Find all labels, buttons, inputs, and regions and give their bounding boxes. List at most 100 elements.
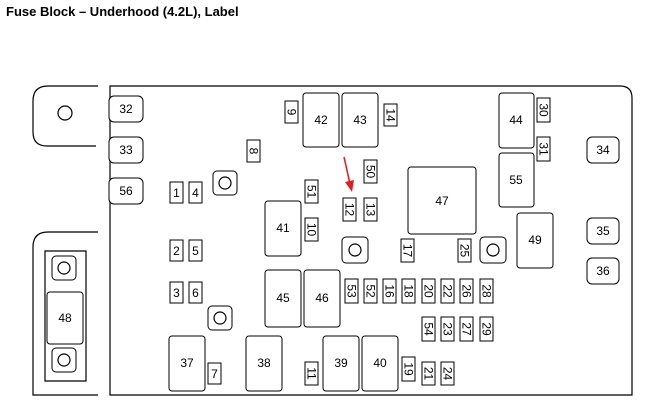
fuse-25: 25 — [457, 238, 472, 263]
relay-47: 47 — [407, 166, 477, 235]
svg-text:21: 21 — [422, 367, 436, 381]
svg-text:44: 44 — [509, 113, 523, 127]
fuse-32: 32 — [108, 95, 144, 123]
fusible-link-48: 48 — [46, 291, 84, 345]
fuse-4: 4 — [188, 181, 203, 204]
svg-text:22: 22 — [441, 284, 455, 298]
lower-mounting-tab — [32, 231, 98, 396]
fuse-54: 54 — [421, 316, 436, 342]
fuse-53: 53 — [344, 278, 359, 304]
fuse-block-housing — [109, 85, 633, 396]
terminal-studs — [51, 170, 507, 373]
fuse-16: 16 — [382, 278, 397, 304]
fuse-36: 36 — [586, 257, 620, 285]
relay-49: 49 — [516, 212, 554, 269]
svg-text:46: 46 — [315, 291, 329, 305]
fuse-34: 34 — [586, 136, 620, 164]
fuse-10: 10 — [304, 217, 319, 242]
svg-text:47: 47 — [435, 194, 449, 208]
svg-text:4: 4 — [192, 186, 199, 200]
fuse-12: 12 — [342, 197, 357, 222]
fuse-27: 27 — [459, 316, 474, 342]
svg-text:25: 25 — [458, 244, 472, 258]
svg-text:42: 42 — [314, 113, 328, 127]
svg-text:31: 31 — [537, 142, 551, 156]
fuse-23: 23 — [440, 316, 455, 342]
fuse-13: 13 — [363, 197, 378, 222]
fuse-3: 3 — [169, 281, 184, 304]
svg-text:6: 6 — [192, 286, 199, 300]
svg-text:26: 26 — [460, 284, 474, 298]
svg-text:43: 43 — [353, 113, 367, 127]
svg-text:5: 5 — [192, 244, 199, 258]
fusible-link-bracket — [44, 250, 87, 382]
svg-text:51: 51 — [305, 185, 319, 199]
svg-text:9: 9 — [285, 109, 299, 116]
svg-text:53: 53 — [345, 284, 359, 298]
svg-text:8: 8 — [247, 148, 261, 155]
fuse-8: 8 — [246, 139, 261, 163]
svg-text:48: 48 — [58, 311, 72, 325]
svg-text:2: 2 — [173, 244, 180, 258]
svg-text:34: 34 — [596, 143, 610, 157]
fuse-56: 56 — [108, 177, 144, 205]
svg-text:39: 39 — [334, 356, 348, 370]
fuse-22: 22 — [440, 278, 455, 304]
fuse-6: 6 — [188, 281, 203, 304]
svg-text:19: 19 — [402, 362, 416, 376]
svg-text:41: 41 — [276, 221, 290, 235]
svg-text:7: 7 — [211, 367, 218, 381]
red-arrow-icon — [343, 156, 354, 192]
svg-text:36: 36 — [596, 264, 610, 278]
fuse-26: 26 — [459, 278, 474, 304]
relay-43: 43 — [341, 92, 379, 148]
svg-text:50: 50 — [364, 165, 378, 179]
svg-text:1: 1 — [173, 186, 180, 200]
svg-text:55: 55 — [509, 173, 523, 187]
svg-text:17: 17 — [401, 244, 415, 258]
svg-text:30: 30 — [537, 103, 551, 117]
svg-text:52: 52 — [364, 284, 378, 298]
svg-text:54: 54 — [422, 322, 436, 336]
svg-text:11: 11 — [305, 367, 319, 380]
svg-text:20: 20 — [422, 284, 436, 298]
fuse-2: 2 — [169, 239, 184, 262]
fuse-51: 51 — [304, 179, 319, 204]
fuse-1: 1 — [169, 181, 184, 204]
svg-text:24: 24 — [441, 367, 455, 381]
relay-38: 38 — [245, 335, 283, 392]
svg-text:37: 37 — [180, 356, 194, 370]
mounting-hole-icon — [57, 105, 73, 121]
svg-text:32: 32 — [119, 102, 133, 116]
svg-text:18: 18 — [402, 284, 416, 298]
svg-text:23: 23 — [441, 322, 455, 336]
fuse-30: 30 — [536, 97, 551, 123]
relay-45: 45 — [264, 269, 302, 328]
fuse-18: 18 — [401, 278, 416, 304]
fuse-33: 33 — [108, 136, 144, 164]
fuse-19: 19 — [401, 356, 416, 382]
fuse-20: 20 — [421, 278, 436, 304]
svg-text:33: 33 — [119, 143, 133, 157]
diagram-title: Fuse Block – Underhood (4.2L), Label — [6, 4, 239, 19]
relay-46: 46 — [303, 269, 341, 328]
svg-text:27: 27 — [460, 322, 474, 336]
fuse-50: 50 — [363, 159, 378, 184]
svg-text:35: 35 — [596, 224, 610, 238]
fuse-52: 52 — [363, 278, 378, 304]
svg-text:56: 56 — [119, 184, 133, 198]
fuse-17: 17 — [400, 238, 415, 263]
relay-39: 39 — [322, 335, 360, 392]
svg-text:40: 40 — [373, 356, 387, 370]
fuse-29: 29 — [479, 316, 494, 342]
svg-text:13: 13 — [364, 203, 378, 217]
svg-text:14: 14 — [384, 108, 398, 122]
relay-55: 55 — [498, 152, 535, 208]
fuse-11: 11 — [304, 361, 319, 386]
fuse-7: 7 — [207, 362, 222, 385]
fuse-21: 21 — [421, 361, 436, 386]
relay-41: 41 — [264, 200, 302, 257]
svg-text:10: 10 — [305, 223, 319, 237]
fuse-14: 14 — [383, 103, 398, 127]
